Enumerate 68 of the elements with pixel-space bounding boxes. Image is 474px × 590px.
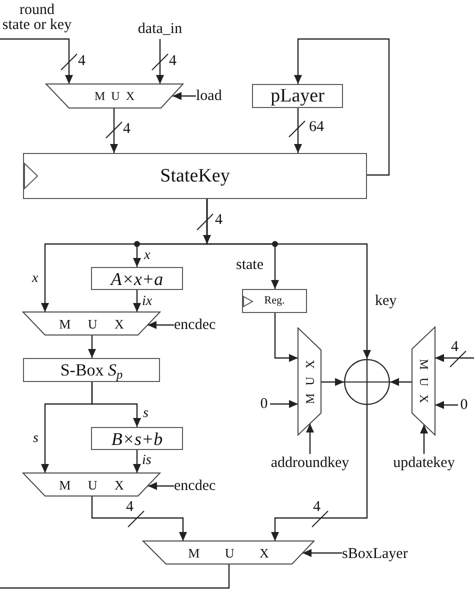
signal-label: key [375, 294, 397, 309]
multiplexer [46, 84, 183, 108]
signal-name: data_in [133, 20, 187, 39]
constant-value: 0 [458, 397, 470, 413]
block-label: pLayer [270, 86, 324, 106]
multiplexer [412, 327, 435, 435]
mux-label: M U X [94, 90, 134, 102]
arrow [133, 450, 141, 473]
multiplexer [298, 328, 321, 435]
xor-symbol [344, 359, 390, 405]
arrow [110, 108, 118, 153]
mux-label: M U X [59, 317, 124, 330]
bus-width-label: 4 [451, 340, 458, 355]
block-label: StateKey [160, 166, 230, 186]
arrow [91, 496, 187, 541]
arrow [321, 378, 344, 386]
multiplexer [23, 473, 160, 496]
arrow [271, 405, 368, 541]
connector-line [0, 564, 230, 589]
arrow [148, 321, 174, 329]
function-block [23, 358, 160, 382]
arrow [0, 38, 73, 84]
multiplexer [143, 541, 314, 564]
arrow [420, 424, 428, 454]
signal-name: round state or key [0, 3, 74, 39]
arrow [91, 382, 141, 427]
arrow [148, 482, 174, 490]
multiplexer [23, 312, 160, 335]
bus-width-label: 4 [126, 500, 134, 515]
register-block [23, 153, 367, 199]
arrow [390, 378, 412, 386]
block-label: A×x+a [110, 270, 164, 288]
signal-name: encdec [174, 478, 224, 494]
signal-name: load [196, 88, 230, 104]
block-label: Reg. [264, 296, 285, 306]
function-block [91, 267, 183, 290]
bus-width-label: 4 [78, 54, 86, 69]
arrow [302, 549, 342, 557]
function-block [91, 427, 183, 450]
arrow [156, 39, 164, 84]
arrow [133, 290, 141, 312]
arrow [206, 199, 371, 359]
mux-label: M U X [418, 359, 430, 403]
arrow [306, 424, 314, 454]
bus-width-label: 4 [215, 213, 222, 228]
arrow [294, 108, 302, 153]
register-block [242, 289, 307, 313]
signal-name: addroundkey [262, 454, 358, 472]
block-label: B×s+b [111, 430, 163, 448]
signal-name: sBoxLayer [342, 545, 418, 563]
arrow [172, 92, 196, 100]
mux-label: M U X [304, 360, 316, 404]
arrow [274, 313, 298, 362]
arrow [435, 354, 474, 362]
signal-name: updatekey [389, 454, 459, 472]
arrow [435, 401, 458, 409]
constant-value: 0 [258, 396, 270, 412]
bus-width-label: 4 [169, 54, 176, 69]
mux-label: M U X [59, 478, 124, 491]
function-block [252, 84, 343, 108]
arrow [88, 335, 96, 358]
bus-width-label: 4 [123, 122, 130, 137]
bus-width-label: 64 [309, 120, 324, 135]
arrow [294, 38, 390, 176]
arrow [270, 400, 298, 408]
mux-label: M U X [188, 546, 269, 559]
bus-width-label: 4 [313, 500, 320, 515]
signal-name: encdec [174, 317, 224, 333]
